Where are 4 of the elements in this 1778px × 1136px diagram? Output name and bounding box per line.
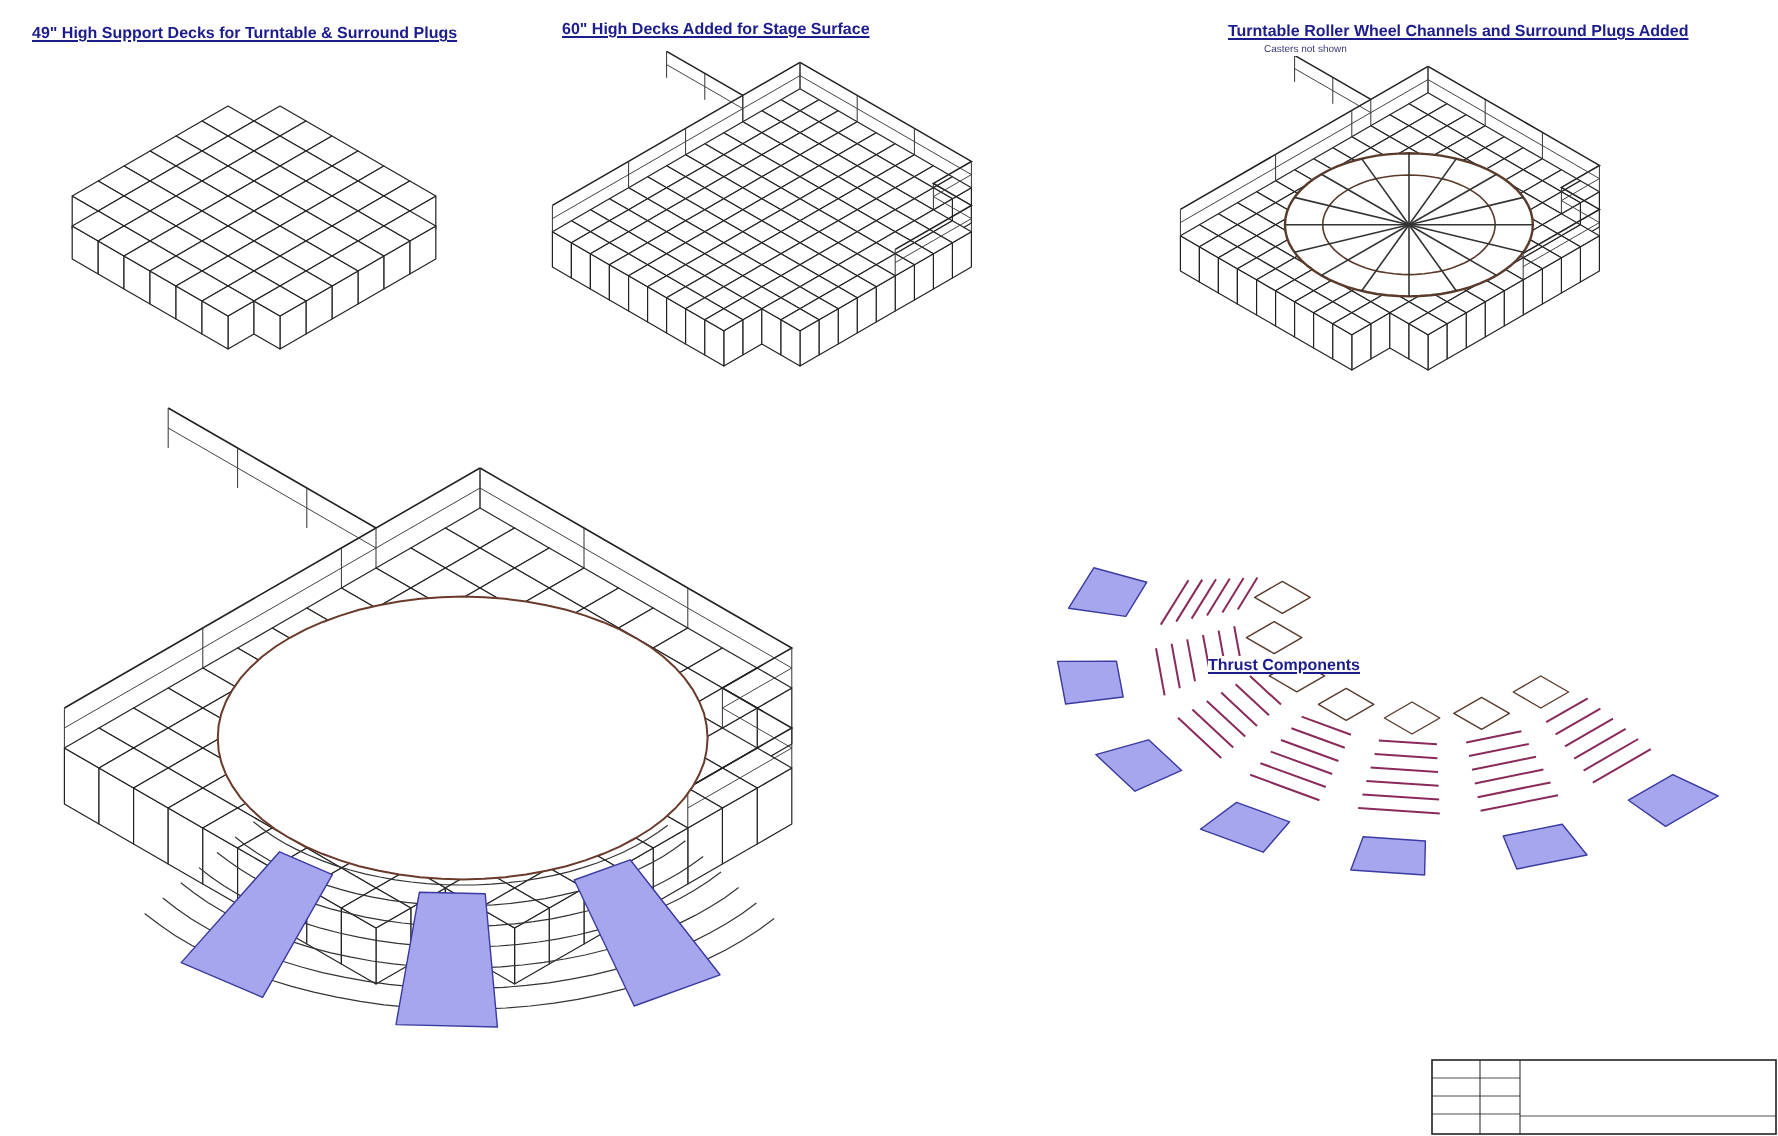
heading: 49" High Support Decks for Turntable & Surround Plugs: [32, 24, 458, 42]
heading: 60" High Decks Added for Stage Surface: [562, 20, 870, 38]
heading: Thrust Components: [1208, 656, 1360, 674]
heading: Turntable Roller Wheel Channels and Surround Plugs Added: [1228, 22, 1689, 40]
